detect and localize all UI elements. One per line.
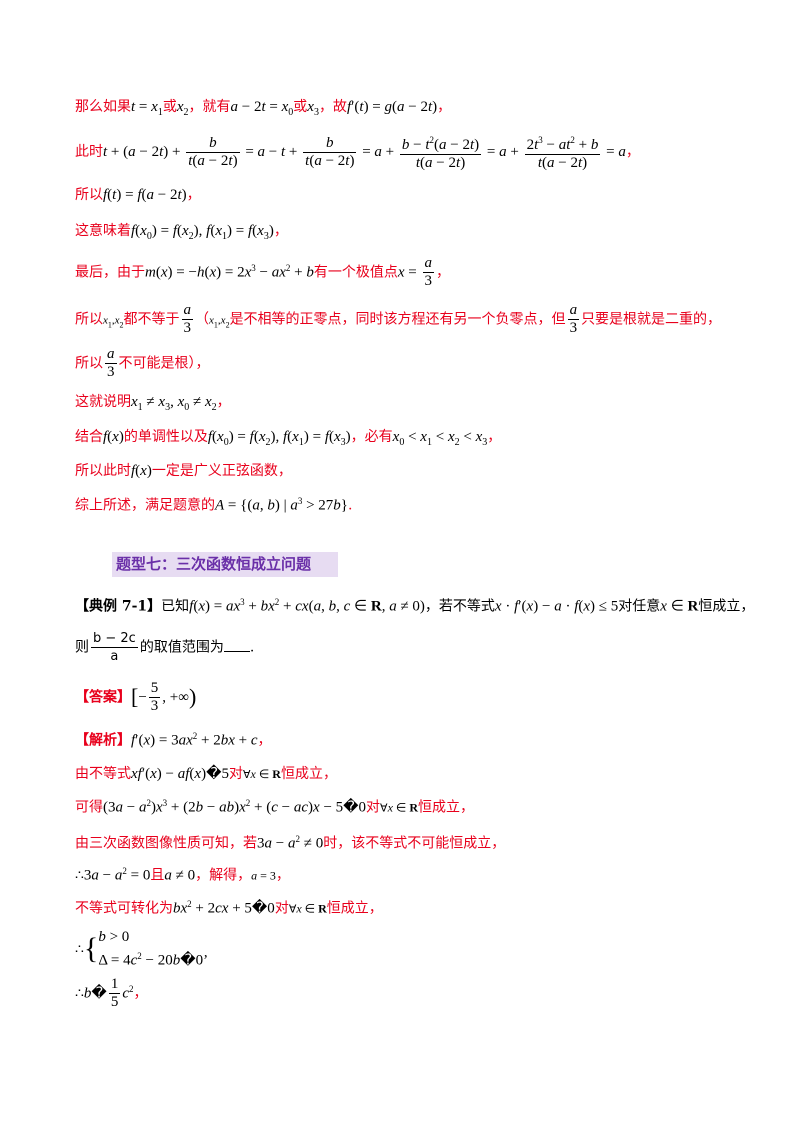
analysis-line: 【解析】f′(x) = 3ax2 + 2bx + c， [75, 731, 272, 749]
fraction: b − t2(a − 2t)t(a − 2t) [399, 132, 482, 172]
step-line-5: 不等式可转化为bx2 + 2cx + 5�0对∀x ∈ R恒成立， [75, 899, 383, 917]
analysis-label: 【解析】 [75, 732, 131, 749]
example-label: 【典例 7-1】 [75, 598, 162, 615]
solution-line-5: 最后，由于m(x) = −h(x) = 2x3 − ax2 + b有一个极值点x… [75, 255, 450, 289]
step-line-4: ∴3a − a2 = 0且a ≠ 0，解得，a = 3， [75, 866, 290, 884]
solution-line-3: 所以f(t) = f(a − 2t)， [75, 187, 201, 203]
formula: t [131, 99, 136, 115]
solution-line-1: 那么如果t = x1或x2，就有a − 2t = x0或x3，故f′(t) = … [75, 99, 452, 118]
step-line-2: 可得(3a − a2)x3 + (2b − ab)x2 + (c − ac)x … [75, 798, 475, 816]
answer-blank [223, 639, 250, 652]
solution-line-11: 综上所述，满足题意的A = {(a, b) | a3 > 27b}. [75, 496, 353, 514]
step-line-1: 由不等式xf′(x) − af(x)�5对∀x ∈ R恒成立， [75, 766, 337, 782]
solution-line-9: 结合f(x)的单调性以及f(x0) = f(x2), f(x1) = f(x3)… [75, 429, 502, 448]
example-line-1: 【典例 7-1】已知f(x) = ax3 + bx2 + cx(a, b, c … [75, 597, 755, 615]
step-line-3: 由三次函数图像性质可知，若3a − a2 ≠ 0时，该不等式不可能恒成立， [75, 834, 506, 852]
solution-line-10: 所以此时f(x)一定是广义正弦函数， [75, 463, 292, 479]
solution-line-8: 这就说明x1 ≠ x3, x0 ≠ x2， [75, 394, 231, 413]
answer-label: 【答案】 [75, 689, 131, 706]
solution-line-4: 这意味着f(x0) = f(x2), f(x1) = f(x3)， [75, 223, 288, 242]
section-heading: 题型七：三次函数恒成立问题 [112, 552, 338, 577]
